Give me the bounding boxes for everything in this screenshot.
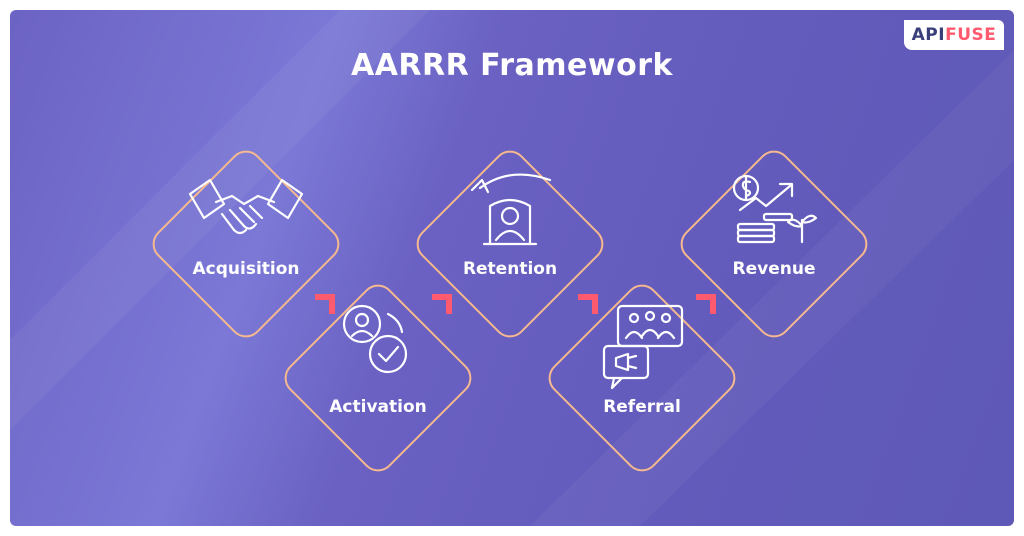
diamond-revenue	[680, 150, 868, 338]
connector-notch-1	[315, 294, 335, 314]
logo-part-fuse: FUSE	[945, 25, 997, 45]
stage-label-activation: Activation	[329, 397, 427, 417]
page-title: AARRR Framework	[351, 48, 673, 83]
diagram-canvas	[10, 10, 1014, 526]
diamond-acquisition	[152, 150, 340, 338]
stage-label-retention: Retention	[462, 259, 558, 279]
megaphone-group-icon	[602, 304, 684, 390]
handshake-icon	[188, 178, 304, 235]
user-check-icon	[342, 304, 408, 374]
connector-notch-2	[432, 294, 452, 314]
diamond-retention	[416, 150, 604, 338]
logo-part-api: API	[911, 25, 946, 45]
connector-notch-3	[578, 294, 598, 314]
diamond-activation	[284, 284, 472, 472]
stage-label-acquisition: Acquisition	[192, 259, 300, 279]
connector-notches	[315, 294, 716, 314]
stage-label-referral: Referral	[603, 397, 681, 417]
coins-growth-icon	[732, 174, 818, 244]
diamond-referral	[548, 284, 736, 472]
stage-label-revenue: Revenue	[732, 259, 816, 279]
connector-notch-4	[696, 294, 716, 314]
protected-user-icon	[470, 173, 552, 246]
